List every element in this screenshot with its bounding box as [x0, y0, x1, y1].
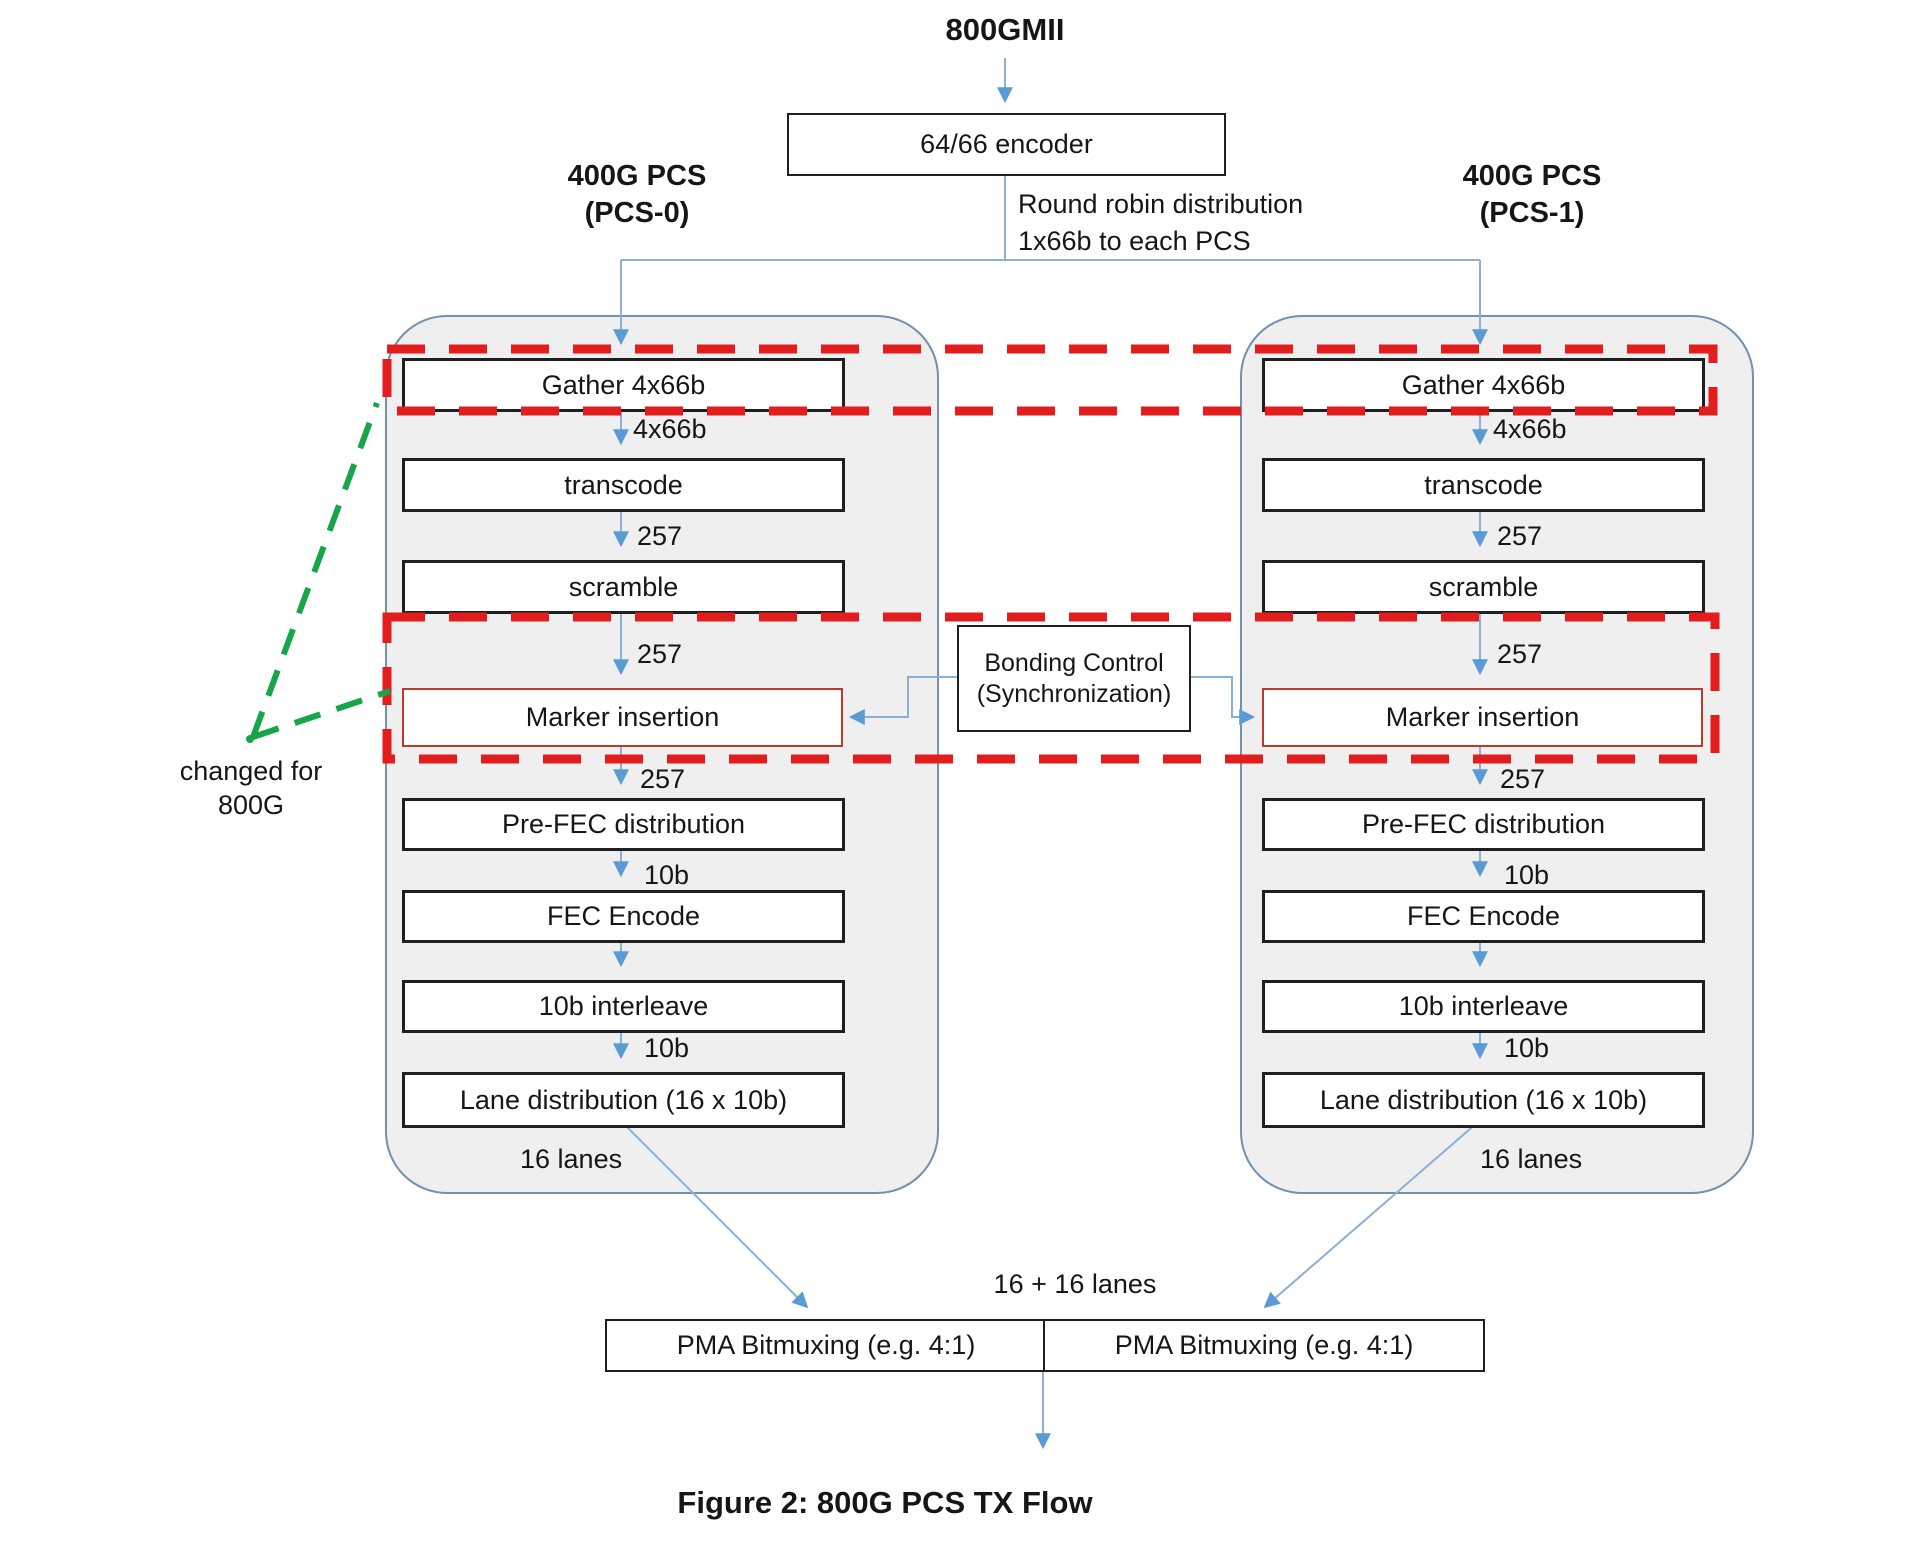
pcs1-gather-box: Gather 4x66b: [1262, 358, 1705, 412]
pcs1-header: 400G PCS (PCS-1): [1412, 158, 1652, 232]
pcs1-marker-insertion-label: Marker insertion: [1385, 702, 1580, 732]
pcs1-fec-label: FEC Encode: [1406, 901, 1561, 931]
pcs1-transcode-box: transcode: [1262, 458, 1705, 512]
pma-bitmux-left-label: PMA Bitmuxing (e.g. 4:1): [676, 1330, 976, 1360]
bonding-control-line1: Bonding Control: [984, 648, 1164, 677]
diagram-title: 800GMII: [945, 12, 1065, 47]
pcs1-fec-box: FEC Encode: [1262, 890, 1705, 943]
pcs0-interleave-label: 10b interleave: [538, 991, 709, 1021]
pcs0-lanes-label: 16 lanes: [520, 1144, 623, 1174]
pcs1-container: [1240, 315, 1754, 1194]
pcs0-header-line1: 400G PCS: [567, 160, 707, 192]
pma-bitmux-right-label: PMA Bitmuxing (e.g. 4:1): [1114, 1330, 1414, 1360]
pcs0-prefec-out-label: 10b: [644, 860, 690, 890]
green-dashed-line-to-marker: [252, 688, 391, 740]
pcs0-transcode-box: transcode: [402, 458, 845, 512]
pcs0-header: 400G PCS (PCS-0): [517, 158, 757, 232]
green-dashed-line-to-gather: [250, 401, 380, 739]
round-robin-note-line1: Round robin distribution: [1018, 189, 1304, 219]
pcs1-prefec-label: Pre-FEC distribution: [1361, 809, 1606, 839]
pcs0-lane-distribution-box: Lane distribution (16 x 10b): [402, 1072, 845, 1128]
pcs0-gather-label: Gather 4x66b: [541, 369, 706, 400]
pcs1-header-line2: (PCS-1): [1479, 197, 1585, 229]
pcs1-gather-out-label: 4x66b: [1493, 414, 1567, 444]
pcs0-lane-distribution-label: Lane distribution (16 x 10b): [459, 1084, 788, 1115]
pcs0-scramble-out-label: 257: [637, 639, 683, 669]
pcs0-interleave-out-label: 10b: [644, 1033, 690, 1063]
pcs1-lane-distribution-box: Lane distribution (16 x 10b): [1262, 1072, 1705, 1128]
pcs1-marker-insertion-box: Marker insertion: [1262, 688, 1703, 747]
pcs0-gather-box: Gather 4x66b: [402, 358, 845, 412]
pcs0-gather-out-label: 4x66b: [633, 414, 707, 444]
pcs0-scramble-label: scramble: [568, 571, 679, 602]
pcs1-interleave-box: 10b interleave: [1262, 980, 1705, 1033]
pcs0-prefec-box: Pre-FEC distribution: [402, 798, 845, 851]
pcs1-prefec-box: Pre-FEC distribution: [1262, 798, 1705, 851]
pcs1-gather-label: Gather 4x66b: [1401, 369, 1566, 400]
pcs0-prefec-label: Pre-FEC distribution: [501, 809, 746, 839]
pcs0-interleave-box: 10b interleave: [402, 980, 845, 1033]
pcs1-scramble-out-label: 257: [1497, 639, 1543, 669]
encoder-label: 64/66 encoder: [920, 129, 1093, 159]
pcs1-transcode-out-label: 257: [1497, 521, 1543, 551]
pcs0-transcode-label: transcode: [564, 469, 683, 500]
changed-note-line2: 800G: [217, 790, 285, 820]
pcs0-fec-box: FEC Encode: [402, 890, 845, 943]
lanes-sum-label: 16 + 16 lanes: [993, 1269, 1157, 1299]
pcs1-interleave-out-label: 10b: [1504, 1033, 1550, 1063]
pcs1-lanes-label: 16 lanes: [1480, 1144, 1583, 1174]
pcs1-prefec-out-label: 10b: [1504, 860, 1550, 890]
pcs1-header-line1: 400G PCS: [1462, 160, 1602, 192]
pcs0-marker-insertion-box: Marker insertion: [402, 688, 843, 747]
green-dashed-origin-dot: [246, 735, 254, 743]
bonding-control-line2: (Synchronization): [976, 679, 1172, 708]
round-robin-note: Round robin distribution 1x66b to each P…: [1018, 186, 1303, 260]
pcs1-lane-distribution-label: Lane distribution (16 x 10b): [1319, 1084, 1648, 1115]
pcs1-interleave-label: 10b interleave: [1398, 991, 1569, 1021]
pcs0-marker-insertion-label: Marker insertion: [525, 702, 720, 732]
pma-bitmux-right-box: PMA Bitmuxing (e.g. 4:1): [1043, 1319, 1485, 1372]
pcs0-header-line2: (PCS-0): [584, 197, 690, 229]
pcs1-transcode-label: transcode: [1424, 469, 1543, 500]
bonding-control-box: Bonding Control (Synchronization): [957, 625, 1191, 732]
figure-caption: Figure 2: 800G PCS TX Flow: [677, 1485, 1093, 1520]
pcs0-transcode-out-label: 257: [637, 521, 683, 551]
pcs0-fec-label: FEC Encode: [546, 901, 701, 931]
pcs1-scramble-box: scramble: [1262, 560, 1705, 614]
changed-note-line1: changed for: [179, 756, 323, 786]
changed-for-800g-note: changed for 800G: [160, 754, 342, 822]
encoder-box: 64/66 encoder: [787, 113, 1226, 176]
pcs1-marker-out-label: 257: [1500, 764, 1546, 794]
pcs1-scramble-label: scramble: [1428, 571, 1539, 602]
pcs0-scramble-box: scramble: [402, 560, 845, 614]
pcs0-marker-out-label: 257: [640, 764, 686, 794]
round-robin-note-line2: 1x66b to each PCS: [1018, 226, 1251, 256]
pma-bitmux-left-box: PMA Bitmuxing (e.g. 4:1): [605, 1319, 1047, 1372]
